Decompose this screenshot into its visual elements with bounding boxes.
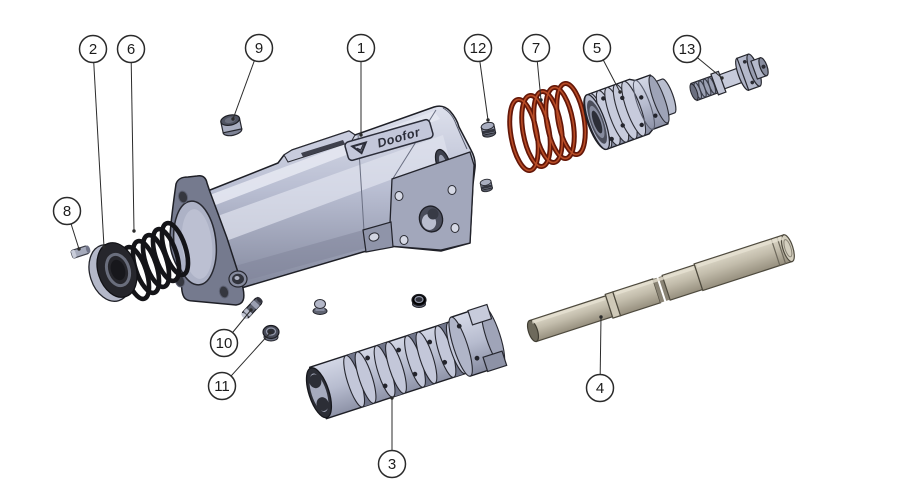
socket-plug bbox=[411, 293, 427, 308]
leader-6 bbox=[130, 48, 135, 232]
seal-washer-part-2 bbox=[88, 242, 138, 302]
plug-part-12 bbox=[480, 121, 497, 138]
balloon-1: 1 bbox=[346, 33, 376, 63]
sleeve-holes bbox=[601, 95, 658, 142]
balloon-11-label: 11 bbox=[214, 378, 230, 395]
balloon-5: 5 bbox=[582, 33, 612, 63]
balloon-9: 9 bbox=[244, 33, 274, 63]
plug-part-9 bbox=[220, 114, 243, 137]
sleeve-left-bore bbox=[583, 93, 611, 151]
housing-highlight-band bbox=[212, 135, 449, 244]
balloon-2: 2 bbox=[78, 34, 108, 64]
housing-rib-slot bbox=[301, 140, 345, 157]
spool-castellation bbox=[467, 303, 508, 373]
housing-valve-plate bbox=[388, 151, 475, 251]
balloon-3-label: 3 bbox=[388, 456, 396, 473]
housing-part-1: Doofor bbox=[169, 105, 476, 306]
doofor-triangle-icon bbox=[350, 140, 368, 155]
balloon-7: 7 bbox=[521, 33, 551, 63]
piston-shaft-part-4 bbox=[526, 234, 795, 343]
balloon-12: 12 bbox=[463, 33, 493, 63]
flange-counterbore bbox=[228, 270, 248, 288]
spring-part-7 bbox=[507, 80, 588, 174]
leader-2 bbox=[92, 48, 105, 248]
balloon-9-label: 9 bbox=[255, 40, 263, 57]
balloon-13-label: 13 bbox=[679, 41, 696, 58]
balloon-11: 11 bbox=[207, 371, 237, 401]
balloon-4-label: 4 bbox=[596, 380, 604, 397]
balloon-6-label: 6 bbox=[127, 41, 135, 58]
balloon-4: 4 bbox=[585, 373, 615, 403]
balloon-5-label: 5 bbox=[593, 40, 601, 57]
retainer-bolt-part-13 bbox=[689, 53, 769, 102]
plug-lower bbox=[479, 178, 493, 193]
spring-part-6 bbox=[120, 220, 191, 302]
balloon-8: 8 bbox=[52, 196, 82, 226]
balloon-12-label: 12 bbox=[470, 40, 487, 57]
balloon-8-label: 8 bbox=[63, 203, 71, 220]
spool-holes bbox=[365, 323, 480, 389]
balloon-3: 3 bbox=[377, 449, 407, 479]
housing-endcap-arc bbox=[442, 107, 468, 150]
balloon-2-label: 2 bbox=[89, 41, 97, 58]
balloon-1-label: 1 bbox=[357, 40, 365, 57]
balloon-6: 6 bbox=[116, 34, 146, 64]
leader-dots bbox=[77, 76, 724, 400]
spool-left-face bbox=[305, 367, 333, 419]
valve-sleeve-part-5 bbox=[583, 74, 677, 151]
distributor-part-3 bbox=[305, 303, 508, 420]
pin-part-10 bbox=[241, 296, 263, 320]
balloon-7-label: 7 bbox=[532, 40, 540, 57]
balloon-10: 10 bbox=[209, 328, 239, 358]
dome-plug bbox=[312, 299, 328, 315]
callout-balloons: 1 2 3 4 5 6 7 8 bbox=[52, 33, 702, 479]
housing-bottom-tab bbox=[362, 221, 394, 253]
balloon-10-label: 10 bbox=[216, 335, 233, 352]
balloon-13: 13 bbox=[672, 34, 702, 64]
